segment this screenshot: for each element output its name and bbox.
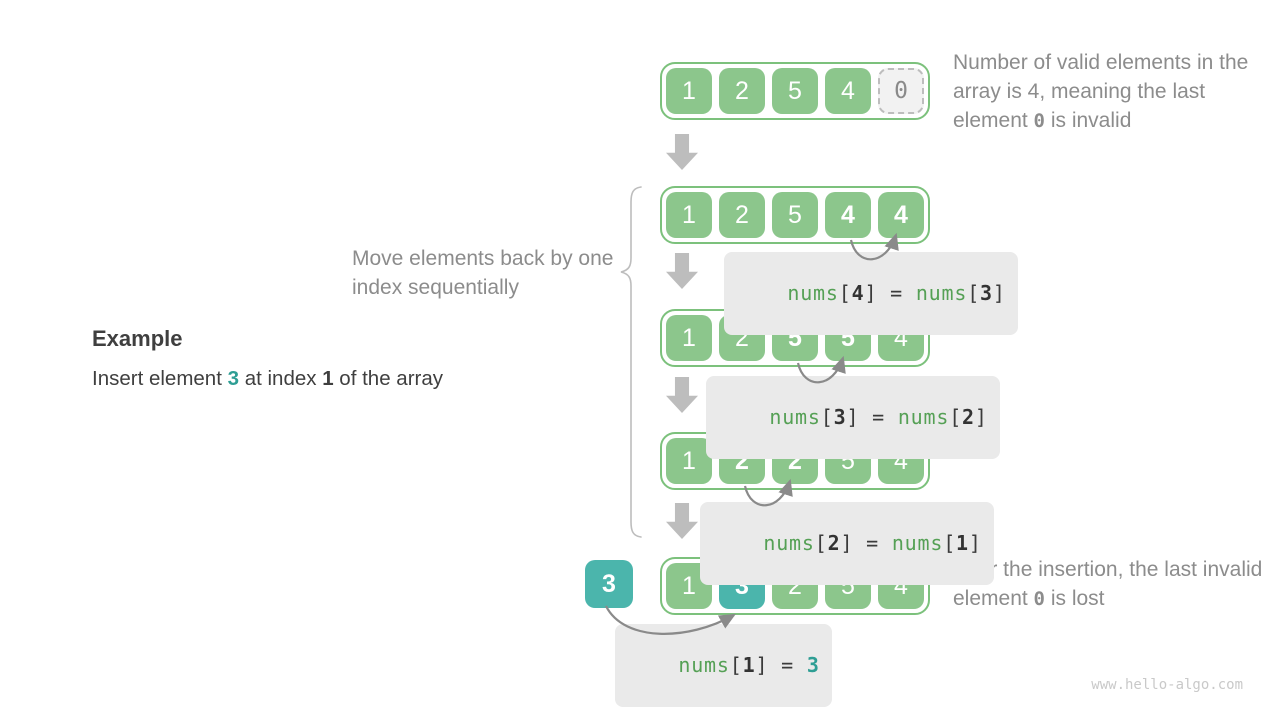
code-token: ] <box>846 405 860 429</box>
insert-value-box: 3 <box>585 560 633 608</box>
code-token: nums <box>897 405 950 429</box>
note-text: After the insertion, the last invalid el… <box>953 558 1263 610</box>
code-token: = <box>768 653 807 677</box>
code-token: 4 <box>851 281 865 305</box>
array-cell: 5 <box>772 192 818 238</box>
code-token: 1 <box>956 531 969 555</box>
note-text: is invalid <box>1045 109 1132 132</box>
array-cell: 2 <box>719 68 765 114</box>
code-token: 1 <box>742 653 756 677</box>
code-token: 3 <box>806 653 820 677</box>
example-text: at index <box>239 367 323 390</box>
insert-value-text: 3 <box>227 367 239 390</box>
brace-decoration <box>620 186 642 538</box>
code-token: = <box>877 281 916 305</box>
top-note: Number of valid elements in the array is… <box>953 48 1258 136</box>
code-token: nums <box>787 281 839 305</box>
array-cell: 1 <box>666 315 712 361</box>
invalid-zero-text: 0 <box>1033 588 1045 610</box>
code-token: [ <box>967 281 981 305</box>
code-token: [ <box>838 281 852 305</box>
array-row-step1: 1 2 5 4 4 <box>660 186 930 244</box>
array-row-initial: 1 2 5 4 0 <box>660 62 930 120</box>
example-heading: Example <box>92 326 183 351</box>
array-cell: 5 <box>772 68 818 114</box>
code-token: ] <box>755 653 769 677</box>
array-cell: 4 <box>878 192 924 238</box>
code-token: 2 <box>962 405 975 429</box>
code-token: [ <box>820 405 834 429</box>
array-cell: 1 <box>666 68 712 114</box>
code-token: nums <box>763 531 815 555</box>
code-token: = <box>853 531 892 555</box>
assignment-label-4: nums[1] = 3 <box>615 624 832 707</box>
code-token: = <box>859 405 898 429</box>
code-token: ] <box>864 281 878 305</box>
invalid-zero-text: 0 <box>1033 110 1045 132</box>
code-token: ] <box>840 531 854 555</box>
arrow-down-icon <box>666 503 698 539</box>
bottom-note: After the insertion, the last invalid el… <box>953 555 1263 614</box>
assignment-label-2: nums[3] = nums[2] <box>706 376 1000 459</box>
code-token: [ <box>729 653 743 677</box>
assignment-label-3: nums[2] = nums[1] <box>700 502 994 585</box>
arrow-down-icon <box>666 253 698 289</box>
array-cell: 1 <box>666 438 712 484</box>
code-token: nums <box>891 531 944 555</box>
array-cell: 1 <box>666 192 712 238</box>
move-note: Move elements back by one index sequenti… <box>352 247 614 299</box>
example-text: of the array <box>333 367 443 390</box>
watermark: www.hello-algo.com <box>1091 677 1243 693</box>
code-token: [ <box>949 405 963 429</box>
code-token: [ <box>814 531 828 555</box>
array-cell: 2 <box>719 192 765 238</box>
insert-index-text: 1 <box>322 367 334 390</box>
note-text: Number of valid elements in the array is… <box>953 51 1249 132</box>
code-token: ] <box>974 405 988 429</box>
array-cell: 4 <box>825 68 871 114</box>
example-description: Insert element 3 at index 1 of the array <box>92 367 443 391</box>
code-token: 3 <box>980 281 993 305</box>
assignment-label-1: nums[4] = nums[3] <box>724 252 1018 335</box>
code-token: ] <box>992 281 1006 305</box>
code-token: ] <box>968 531 982 555</box>
code-token: [ <box>943 531 957 555</box>
array-cell: 4 <box>825 192 871 238</box>
code-token: 3 <box>833 405 847 429</box>
array-cell-invalid: 0 <box>878 68 924 114</box>
example-text: Insert element <box>92 367 228 390</box>
code-token: nums <box>915 281 968 305</box>
arrow-down-icon <box>666 134 698 170</box>
note-text: is lost <box>1045 587 1105 610</box>
code-token: 2 <box>827 531 841 555</box>
code-token: nums <box>678 653 730 677</box>
arrow-down-icon <box>666 377 698 413</box>
code-token: nums <box>769 405 821 429</box>
